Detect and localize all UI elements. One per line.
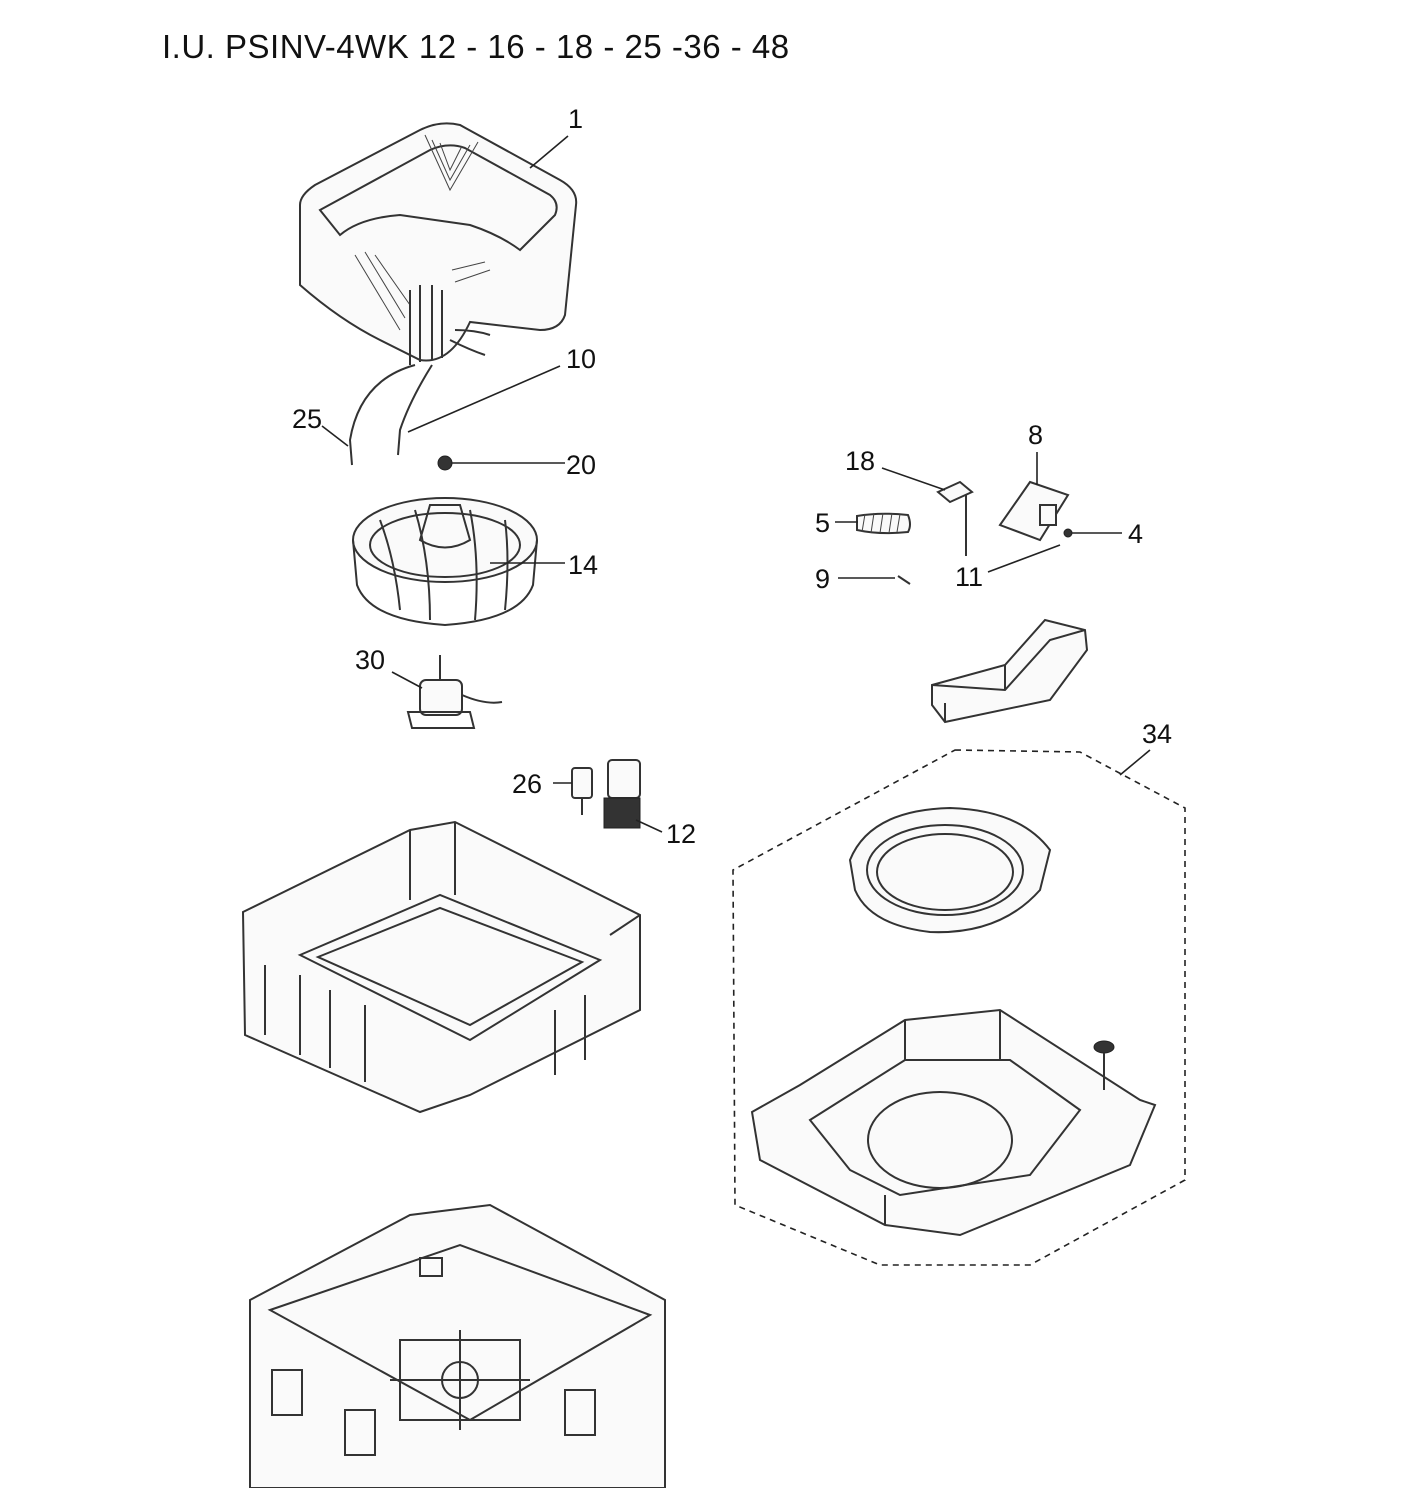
callout-5: 5 (815, 508, 830, 538)
part-fan-wheel (352, 497, 538, 627)
callout-labels: 1 10 25 20 14 30 26 12 18 8 5 4 9 11 34 (292, 104, 1172, 849)
callout-10: 10 (566, 344, 596, 374)
part-cabinet (249, 1203, 666, 1488)
part-control-components (856, 480, 1073, 585)
callout-9: 9 (815, 564, 830, 594)
part-heat-exchanger (299, 122, 578, 365)
callout-20: 20 (566, 450, 596, 480)
part-drain-pan (241, 820, 641, 1114)
callout-14: 14 (568, 550, 598, 580)
callout-1: 1 (568, 104, 583, 134)
callout-26: 26 (512, 769, 542, 799)
callout-12: 12 (666, 819, 696, 849)
callout-8: 8 (1028, 420, 1043, 450)
leader-lines (321, 135, 1151, 833)
part-sensor-wires (348, 364, 433, 466)
callout-18: 18 (845, 446, 875, 476)
part-fan-motor (406, 655, 503, 729)
part-nut (437, 455, 453, 471)
callout-11: 11 (955, 562, 983, 592)
callout-4: 4 (1128, 519, 1143, 549)
callout-30: 30 (355, 645, 385, 675)
part-drain-pump (571, 759, 641, 829)
callout-34: 34 (1142, 719, 1172, 749)
part-panel-kit (732, 749, 1186, 1266)
diagram-title: I.U. PSINV-4WK 12 - 16 - 18 - 25 -36 - 4… (162, 28, 790, 65)
part-control-box (931, 618, 1089, 724)
callout-25: 25 (292, 404, 322, 434)
